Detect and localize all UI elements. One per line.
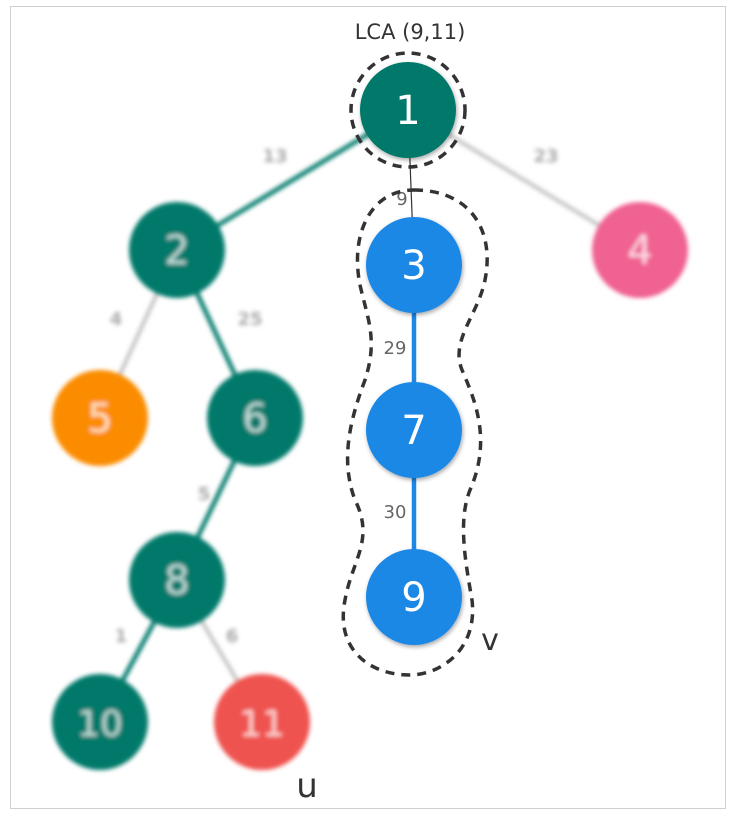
edge-weight: 25	[237, 309, 262, 330]
edge-weight: 6	[226, 626, 239, 647]
node-3[interactable]: 3	[366, 217, 462, 313]
node-5[interactable]: 5	[52, 370, 148, 466]
edge-weight: 1	[115, 626, 128, 647]
edge-weight: 9	[396, 189, 407, 210]
node-circle	[52, 370, 148, 466]
node-4[interactable]: 4	[592, 202, 688, 298]
node-10[interactable]: 10	[52, 674, 148, 770]
node-circle	[207, 370, 303, 466]
node-circle	[52, 674, 148, 770]
lca-root-outline	[349, 51, 467, 169]
node-8[interactable]: 8	[129, 532, 225, 628]
edge-weight: 4	[110, 309, 123, 330]
node-label: 7	[401, 408, 426, 454]
node-circle	[366, 217, 462, 313]
lca-title: LCA (9,11)	[355, 20, 466, 44]
node-1[interactable]: 1	[360, 62, 456, 158]
edge-weight: 30	[384, 502, 407, 523]
node-label: 2	[164, 228, 189, 274]
node-6[interactable]: 6	[207, 370, 303, 466]
node-label: 9	[401, 575, 426, 621]
edge-weight: 5	[198, 484, 211, 505]
node-7[interactable]: 7	[366, 382, 462, 478]
node-label: 3	[401, 243, 426, 289]
node-label: 4	[627, 228, 652, 274]
edge-weight: 23	[533, 146, 558, 167]
node-circle	[129, 202, 225, 298]
node-9[interactable]: 9	[366, 549, 462, 645]
edge-weight: 13	[262, 146, 287, 167]
node-2[interactable]: 2	[129, 202, 225, 298]
lca-highlight-outlines	[341, 51, 489, 677]
node-circle	[360, 62, 456, 158]
node-11[interactable]: 11	[214, 674, 310, 770]
node-label: 10	[77, 704, 123, 745]
edge-weight: 29	[384, 338, 407, 359]
node-circle	[129, 532, 225, 628]
node-label: 6	[242, 396, 267, 442]
label-v: v	[481, 623, 499, 658]
label-u: u	[296, 766, 318, 806]
node-circle	[366, 382, 462, 478]
path-v-outline	[341, 188, 489, 677]
node-circle	[214, 674, 310, 770]
node-label: 5	[87, 396, 112, 442]
node-label: 11	[239, 704, 285, 745]
diagram-frame	[10, 6, 726, 809]
node-label: 8	[164, 558, 189, 604]
node-circle	[366, 549, 462, 645]
node-circle	[592, 202, 688, 298]
node-label: 1	[395, 88, 420, 134]
